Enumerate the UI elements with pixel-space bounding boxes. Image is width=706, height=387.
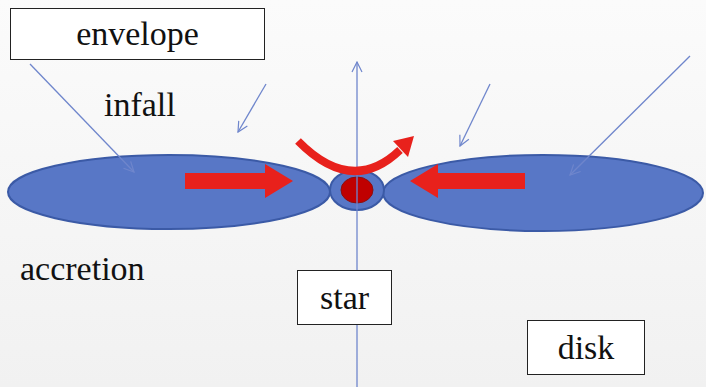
rotation-axis — [356, 62, 357, 387]
accretion-label: accretion — [20, 250, 145, 287]
disk-box: disk — [527, 320, 645, 375]
infall-label: infall — [104, 86, 176, 123]
box-text: star — [320, 279, 369, 316]
infall-arrow — [570, 56, 690, 175]
rotation-arrow — [298, 141, 400, 171]
disk-right — [383, 155, 703, 231]
disk-left — [8, 155, 330, 229]
star-box: star — [297, 270, 392, 325]
accretion-arrow — [410, 164, 525, 198]
envelope-box: envelope — [10, 8, 265, 60]
rotation-arrowhead — [393, 136, 414, 157]
infall-arrow — [460, 84, 490, 146]
box-text: disk — [558, 329, 615, 366]
infall-arrow — [238, 84, 266, 132]
accretion-arrow — [185, 164, 293, 198]
box-text: envelope — [76, 15, 199, 52]
